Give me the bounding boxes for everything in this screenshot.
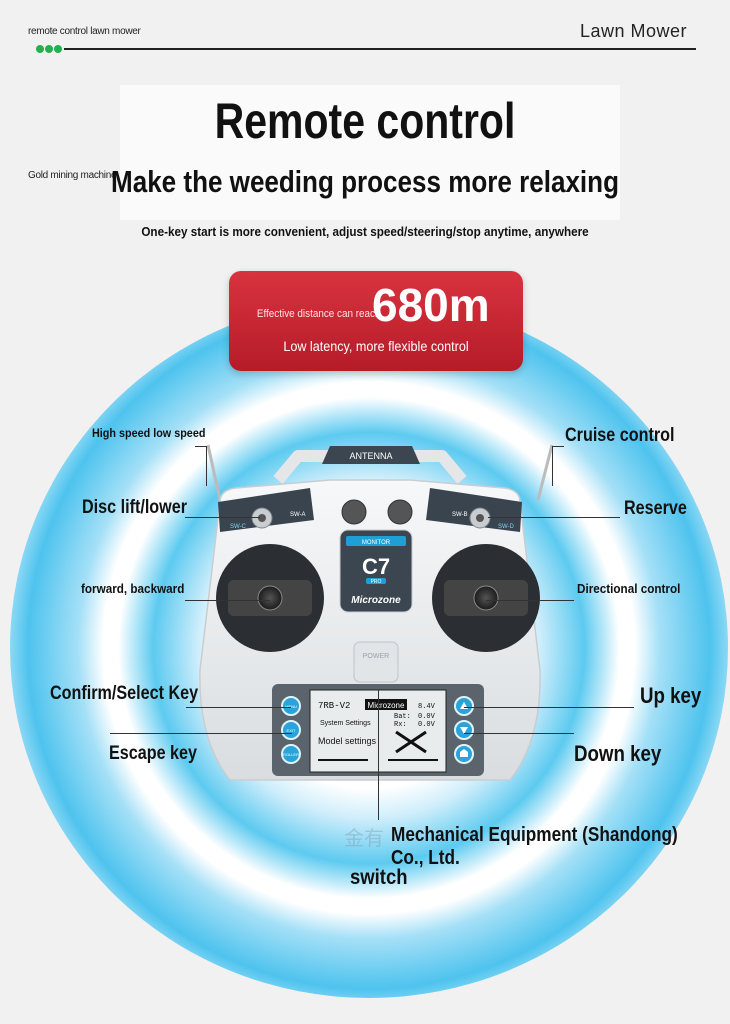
monitor-text: MONITOR (362, 540, 391, 546)
leader-line (185, 517, 260, 518)
leader-line (206, 446, 207, 486)
switch-label-d: SW-D (498, 524, 515, 530)
lcd-plane-icon (395, 730, 427, 754)
exit-button-text: EXIT (287, 728, 296, 733)
knob-right[interactable] (387, 499, 413, 525)
menu-button-text: MENU (285, 704, 297, 709)
leader-line (464, 733, 574, 734)
antenna-left (206, 444, 222, 501)
callout-reserve: Reserve (624, 498, 687, 519)
lcd-line1-mid: Microzone (368, 701, 405, 710)
callout-switch: switch (350, 866, 408, 889)
switch-label-a: SW-A (290, 512, 306, 518)
lcd-rx-value: 0.0V (418, 721, 436, 729)
headline-backdrop (120, 85, 620, 220)
roller-button[interactable] (281, 744, 301, 764)
lcd-line1-left: 7RB-V2 (318, 701, 350, 711)
callout-cruise-control: Cruise control (565, 425, 675, 446)
toggle-switch-b-knob (476, 514, 484, 522)
antenna-right (536, 444, 554, 501)
leader-line (488, 517, 620, 518)
menu-button[interactable] (281, 696, 301, 716)
tagline: One-key start is more convenient, adjust… (141, 224, 589, 239)
model-text: C7 (362, 554, 390, 579)
range-panel (229, 271, 523, 371)
header-dot (45, 45, 53, 53)
lcd-line1-right: 8.4V (418, 703, 436, 711)
leader-line (464, 707, 634, 708)
header-dot (54, 45, 62, 53)
lcd-header-bar (365, 699, 407, 710)
exit-button[interactable] (281, 720, 301, 740)
monitor-bar (346, 536, 406, 546)
leader-line (486, 600, 574, 601)
model-sub-badge (366, 578, 386, 584)
model-sub-text: PRO (371, 579, 382, 585)
header-divider (64, 48, 696, 50)
range-value: 680m (372, 279, 490, 331)
lcd-bat-label: Bat: (394, 713, 411, 721)
leader-line (186, 707, 291, 708)
lcd-menu1: System Settings (320, 720, 371, 727)
callout-high-low-speed: High speed low speed (92, 426, 206, 440)
left-stick[interactable] (257, 585, 283, 611)
remote-controller-illustration: ANTENNA SW-C SW-A SW-B SW-D MONITOR C7 P… (199, 444, 554, 781)
lcd-bat-value: 0.0V (418, 713, 436, 721)
home-icon (460, 749, 468, 757)
leader-line (552, 446, 553, 486)
watermark-text: 金有 (344, 828, 384, 850)
header-dot (36, 45, 44, 53)
brand-text: Microzone (351, 595, 401, 606)
switch-label-c: SW-C (230, 524, 247, 530)
lcd-menu2: Model settings (318, 736, 377, 746)
center-display (339, 529, 413, 613)
leader-line (110, 733, 292, 734)
antenna-text: ANTENNA (349, 451, 392, 461)
callout-up-key: Up key (640, 683, 702, 708)
power-button[interactable] (353, 641, 399, 683)
switch-label-b: SW-B (452, 512, 468, 518)
company-name: Mechanical Equipment (Shandong) Co., Ltd… (391, 824, 678, 869)
toggle-switch-a-knob (258, 514, 266, 522)
right-stick[interactable] (473, 585, 499, 611)
header-category: remote control lawn mower (28, 26, 141, 37)
callout-confirm-select: Confirm/Select Key (50, 683, 199, 704)
leader-line (195, 446, 207, 447)
lcd-rx-label: Rx: (394, 721, 407, 729)
callout-forward-backward: forward, backward (81, 581, 185, 596)
leader-line (552, 446, 564, 447)
callout-directional: Directional control (577, 581, 681, 596)
page-title: Remote control (214, 93, 516, 149)
leader-line (185, 600, 270, 601)
power-text: POWER (363, 653, 389, 660)
callout-escape-key: Escape key (109, 743, 198, 764)
roller-button-text: ROLLER (283, 752, 299, 757)
page-subtitle: Make the weeding process more relaxing (111, 164, 619, 199)
knob-left[interactable] (341, 499, 367, 525)
leader-line (378, 690, 379, 820)
range-note: Low latency, more flexible control (283, 338, 469, 354)
range-label: Effective distance can reach (256, 308, 381, 320)
header-product-name: Lawn Mower (580, 21, 688, 41)
callout-down-key: Down key (574, 741, 662, 766)
side-note: Gold mining machine (28, 170, 117, 181)
antenna-badge (322, 446, 420, 464)
callout-disc-lift: Disc lift/lower (82, 497, 188, 518)
down-arrow-icon (460, 727, 468, 734)
